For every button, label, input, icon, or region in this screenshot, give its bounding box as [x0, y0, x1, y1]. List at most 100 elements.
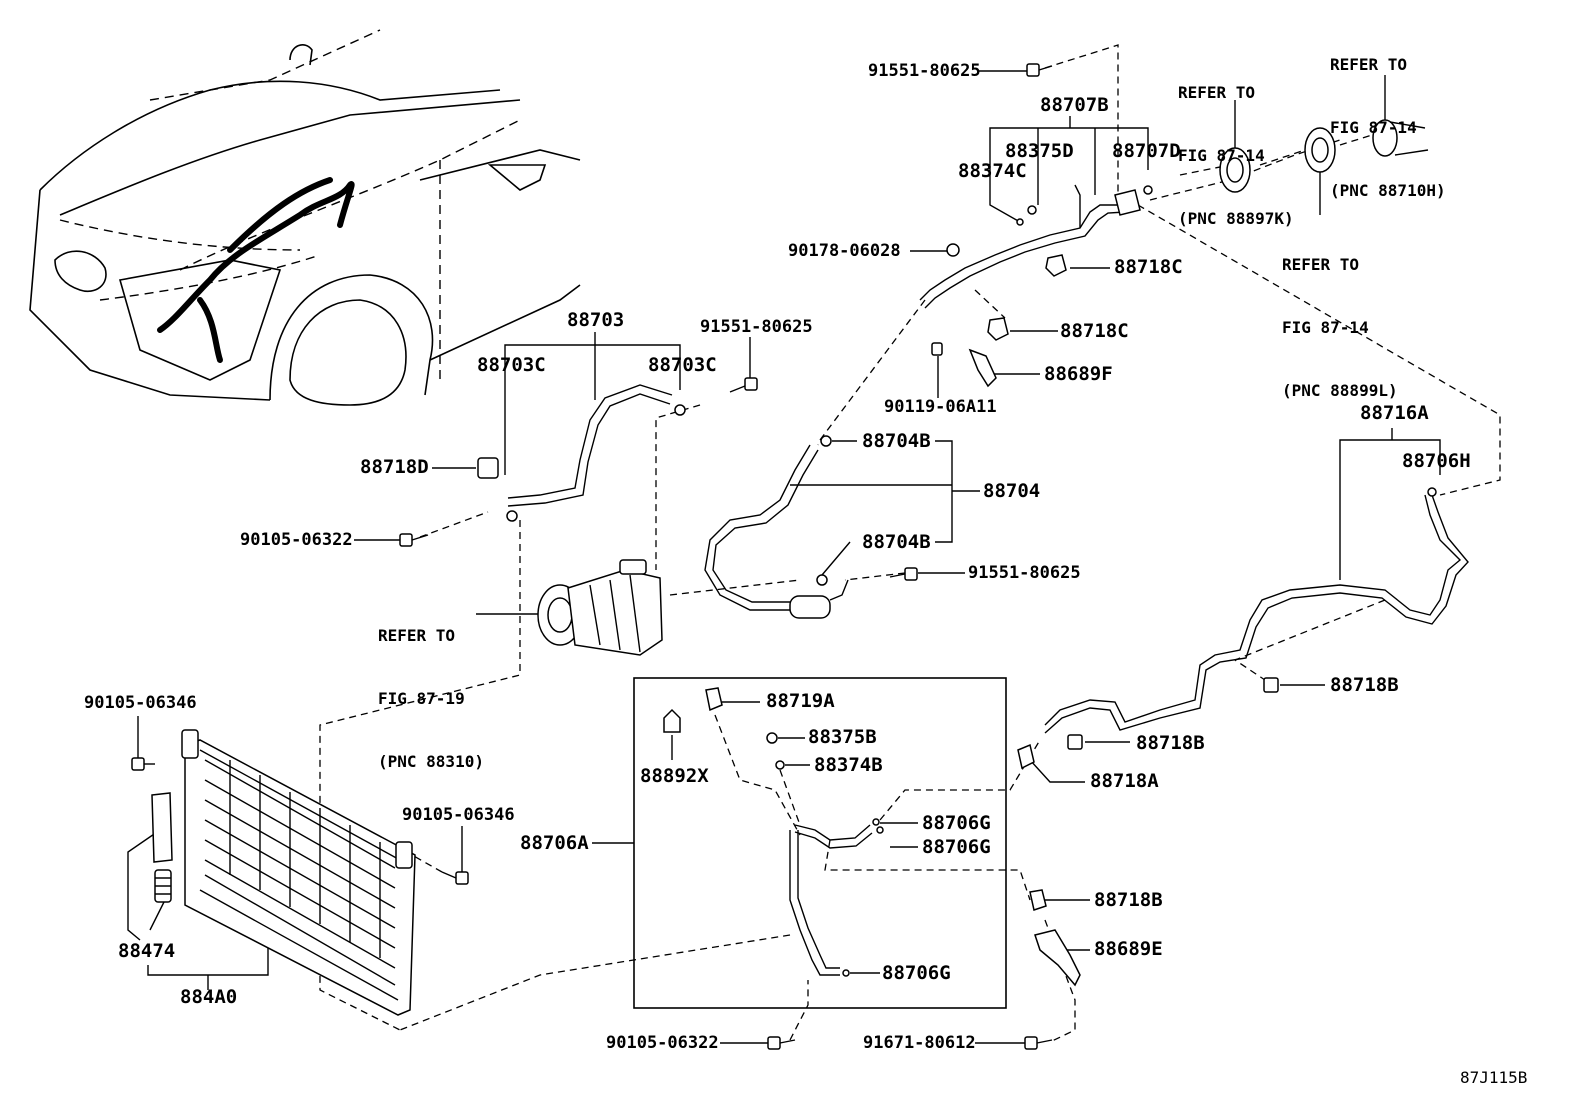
label-88703C-left: 88703C — [477, 354, 546, 376]
bolt-90105-06322-top — [399, 533, 429, 547]
oring-88707D — [1143, 185, 1153, 195]
label-91551-80625-mid: 91551-80625 — [700, 317, 813, 337]
label-91551-80625-low: 91551-80625 — [968, 563, 1081, 583]
seal-88897K — [1219, 147, 1251, 193]
reference-88897K-line-3: (PNC 88897K) — [1178, 209, 1294, 228]
bolt-91551-80625-mid — [729, 377, 758, 393]
label-90178-06028: 90178-06028 — [788, 241, 901, 261]
reference-88899L-line-2: FIG 87-14 — [1282, 318, 1369, 337]
bolt-90119-06A11 — [931, 342, 943, 356]
label-88718C-b: 88718C — [1060, 320, 1129, 342]
assembly-box-88706A — [633, 677, 1007, 1009]
reference-88710H-line-2: FIG 87-14 — [1330, 118, 1417, 137]
dryer-88474 — [151, 792, 173, 903]
vehicle-illustration — [29, 29, 581, 406]
label-88375B: 88375B — [808, 726, 877, 748]
reference-88310: REFER TO FIG 87-19 (PNC 88310) — [378, 583, 484, 793]
oring-88703C — [506, 404, 686, 522]
label-88703C-right: 88703C — [648, 354, 717, 376]
label-91671-80612: 91671-80612 — [863, 1033, 976, 1053]
switch-88892X — [663, 708, 681, 733]
label-90105-06322-bot: 90105-06322 — [606, 1033, 719, 1053]
oring-88704B — [816, 435, 832, 586]
bolt-91551-80625-top — [1026, 63, 1053, 77]
label-90105-06346-right: 90105-06346 — [402, 805, 515, 825]
oring-88706H — [1427, 487, 1437, 497]
bolt-90105-06322-bot — [767, 1036, 796, 1050]
oring-88375B — [766, 732, 778, 744]
label-88474: 88474 — [118, 940, 176, 962]
fitting-88719A — [705, 687, 723, 712]
reference-88710H-line-1: REFER TO — [1330, 55, 1408, 74]
clamp-88718B-a — [1263, 677, 1279, 693]
compressor-88310 — [537, 559, 663, 656]
leader-lines — [127, 44, 1501, 1044]
label-88689E: 88689E — [1094, 938, 1163, 960]
label-88706G-c: 88706G — [882, 962, 951, 984]
gasket-88899L — [1304, 127, 1336, 173]
label-88718A: 88718A — [1090, 770, 1159, 792]
oring-88375D — [1027, 205, 1037, 215]
label-88718D: 88718D — [360, 456, 429, 478]
reference-88310-line-3: (PNC 88310) — [378, 752, 484, 771]
clamp-88718C-b — [987, 317, 1009, 341]
oring-88374C — [1016, 218, 1024, 226]
reference-88899L-line-1: REFER TO — [1282, 255, 1360, 274]
label-88704B-top: 88704B — [862, 430, 931, 452]
label-91551-80625-top: 91551-80625 — [868, 61, 981, 81]
label-88892X: 88892X — [640, 765, 709, 787]
label-90105-06322-top: 90105-06322 — [240, 530, 353, 550]
label-88706G-a: 88706G — [922, 812, 991, 834]
muffler-88704 — [789, 595, 831, 619]
label-88703: 88703 — [567, 309, 625, 331]
label-88704B-bot: 88704B — [862, 531, 931, 553]
bolt-91551-80625-low — [889, 567, 918, 581]
label-90105-06346-left: 90105-06346 — [84, 693, 197, 713]
clamp-88718A — [1017, 743, 1035, 770]
oring-88374B — [775, 760, 785, 770]
hose-88710H — [1372, 119, 1429, 157]
clamp-88718B-c — [1029, 889, 1047, 911]
label-88707D: 88707D — [1112, 140, 1181, 162]
reference-88710H-line-3: (PNC 88710H) — [1330, 181, 1446, 200]
bolt-90105-06346-left — [131, 757, 155, 771]
label-88716A: 88716A — [1360, 402, 1429, 424]
label-88374B: 88374B — [814, 754, 883, 776]
reference-88897K-line-1: REFER TO — [1178, 83, 1256, 102]
reference-88897K-line-2: FIG 87-14 — [1178, 146, 1265, 165]
label-88718B-b: 88718B — [1136, 732, 1205, 754]
bracket-88689F — [968, 348, 997, 388]
label-88706H: 88706H — [1402, 450, 1471, 472]
fitting-88707B-end — [1114, 189, 1141, 216]
label-88706A: 88706A — [520, 832, 589, 854]
diagram-id: 87J115B — [1460, 1068, 1528, 1087]
bracket-88689E — [1034, 929, 1081, 987]
label-88719A: 88719A — [766, 690, 835, 712]
label-88689F: 88689F — [1044, 363, 1113, 385]
reference-88710H: REFER TO FIG 87-14 (PNC 88710H) — [1330, 12, 1446, 222]
parts — [131, 63, 1437, 1050]
pipes — [507, 184, 1469, 976]
reference-88899L-line-3: (PNC 88899L) — [1282, 381, 1398, 400]
nut-90178-06028 — [946, 243, 960, 257]
label-88706G-b: 88706G — [922, 836, 991, 858]
label-884A0: 884A0 — [180, 986, 238, 1008]
clamp-88718B-b — [1067, 734, 1083, 750]
reference-88310-line-2: FIG 87-19 — [378, 689, 465, 708]
clamp-88718C-a — [1045, 254, 1067, 277]
oring-88706G — [842, 818, 884, 977]
clamp-88718D — [477, 457, 499, 479]
reference-88310-line-1: REFER TO — [378, 626, 456, 645]
bolt-91671-80612 — [1024, 1036, 1053, 1050]
label-88374C: 88374C — [958, 160, 1027, 182]
label-88718C-a: 88718C — [1114, 256, 1183, 278]
label-90119-06A11: 90119-06A11 — [884, 397, 997, 417]
reference-88897K: REFER TO FIG 87-14 (PNC 88897K) — [1178, 40, 1294, 250]
label-88704: 88704 — [983, 480, 1041, 502]
bolt-90105-06346-right — [441, 871, 469, 885]
condenser-884A0 — [181, 729, 416, 1016]
label-88375D: 88375D — [1005, 140, 1074, 162]
reference-88899L: REFER TO FIG 87-14 (PNC 88899L) — [1282, 212, 1398, 422]
label-88718B-a: 88718B — [1330, 674, 1399, 696]
